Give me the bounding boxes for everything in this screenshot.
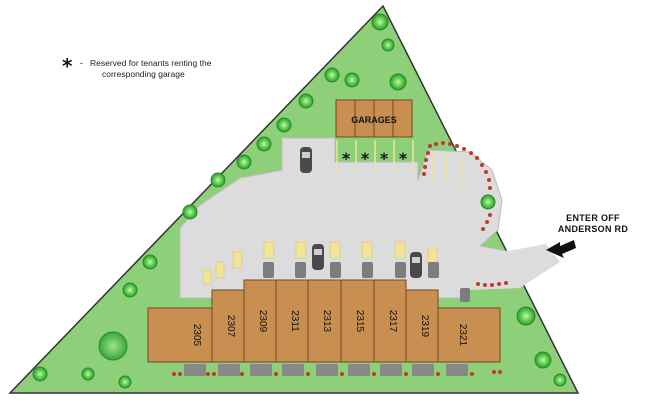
patio-slabs bbox=[184, 364, 468, 376]
building-2311 bbox=[275, 279, 309, 363]
legend-dash: - bbox=[80, 58, 83, 68]
reserved-star-3: * bbox=[380, 149, 389, 168]
flower-dots bbox=[172, 141, 508, 376]
garage-parking-stripes bbox=[336, 140, 461, 188]
car-1 bbox=[300, 147, 312, 173]
reserved-star-2: * bbox=[361, 149, 370, 168]
building-2305 bbox=[147, 307, 213, 363]
legend-text-line-2: corresponding garage bbox=[102, 69, 185, 79]
unit-label-2313: 2313 bbox=[321, 310, 332, 333]
map-legend: * - Reserved for tenants renting the cor… bbox=[62, 56, 302, 92]
entrance-label-line-1: ENTER OFF bbox=[566, 213, 620, 223]
entrance-road bbox=[470, 244, 560, 290]
unit-label-2319: 2319 bbox=[419, 315, 430, 338]
garages-label: GARAGES bbox=[351, 115, 397, 125]
building-2307 bbox=[211, 289, 245, 363]
entrance-arrow-icon bbox=[546, 240, 576, 258]
building-2313 bbox=[307, 279, 342, 363]
unit-label-2311: 2311 bbox=[289, 310, 300, 332]
unit-label-2305: 2305 bbox=[191, 324, 202, 347]
entrance-label-line-2: ANDERSON RD bbox=[557, 224, 629, 234]
building-2315 bbox=[340, 279, 375, 363]
parking-stalls bbox=[263, 262, 470, 302]
legend-text-line-1: Reserved for tenants renting the bbox=[90, 58, 212, 68]
trees bbox=[32, 13, 567, 389]
building-2321 bbox=[437, 307, 501, 363]
building-2317 bbox=[373, 279, 407, 363]
unit-label-2307: 2307 bbox=[225, 315, 236, 338]
reserved-star-1: * bbox=[342, 149, 351, 168]
reserved-star-legend-icon: * bbox=[62, 54, 73, 78]
unit-label-2315: 2315 bbox=[354, 310, 365, 333]
reserved-star-4: * bbox=[399, 149, 408, 168]
unit-label-2317: 2317 bbox=[387, 310, 398, 333]
building-2309 bbox=[243, 279, 277, 363]
car-3 bbox=[410, 252, 422, 278]
car-2 bbox=[312, 244, 324, 270]
building-2319 bbox=[405, 289, 439, 363]
unit-label-2309: 2309 bbox=[257, 310, 268, 333]
unit-label-2321: 2321 bbox=[457, 324, 468, 347]
entrance-label: ENTER OFF ANDERSON RD bbox=[548, 213, 638, 235]
